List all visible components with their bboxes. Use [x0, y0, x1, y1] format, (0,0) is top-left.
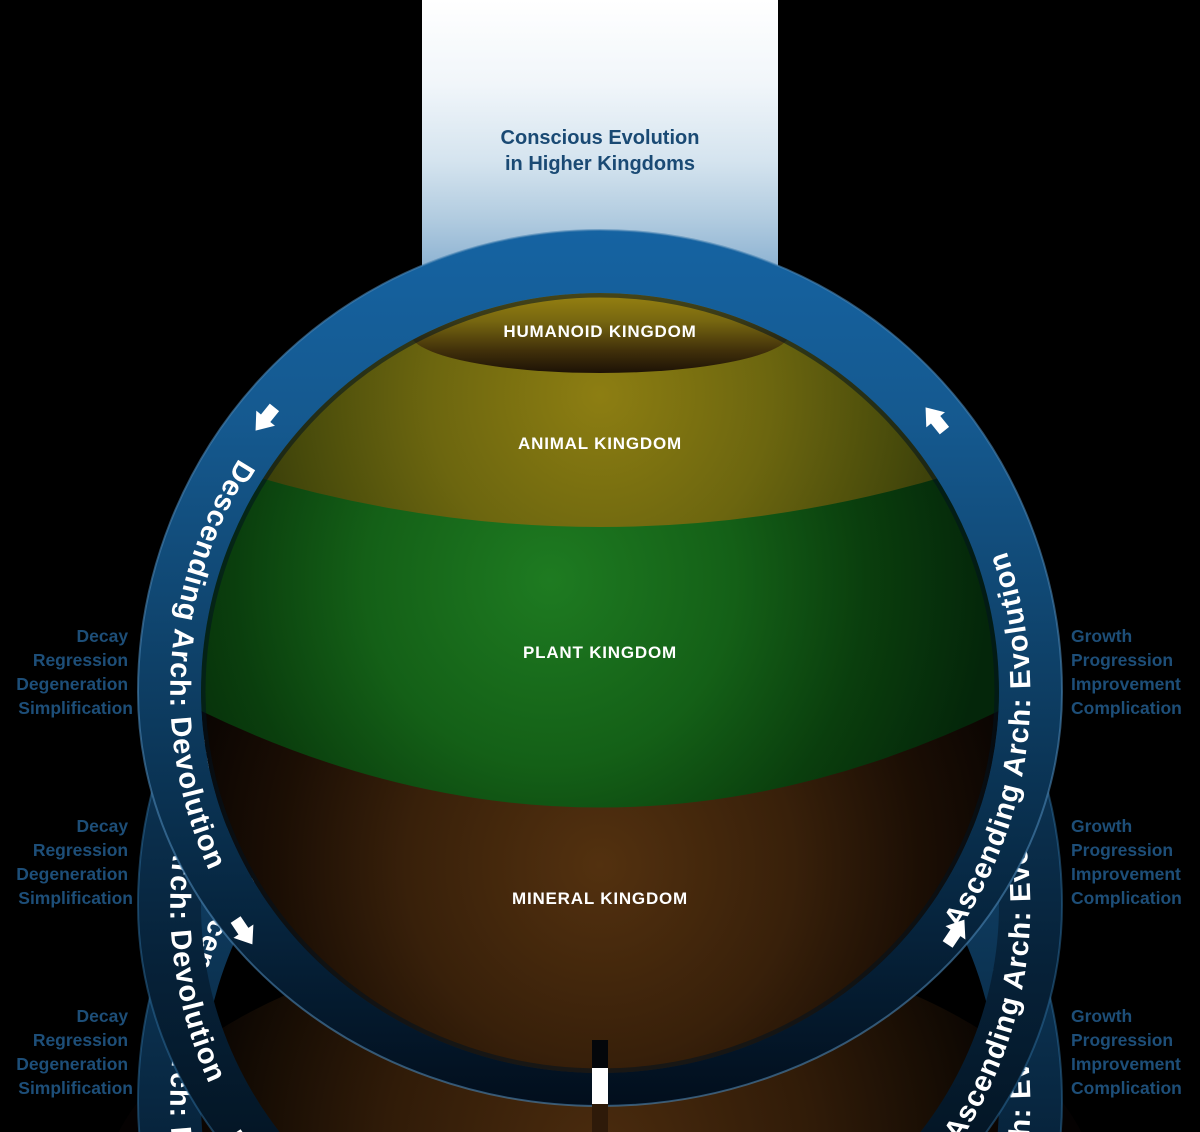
plant-kingdom-label: PLANT KINGDOM [523, 643, 677, 662]
diagram-title-line1: Conscious Evolution [501, 127, 700, 149]
connector-shadow [592, 1040, 608, 1068]
humanoid-kingdom-band [410, 293, 790, 373]
animal-kingdom-label: ANIMAL KINGDOM [518, 434, 682, 453]
evolution-qualities-1: Growth Progression Improvement Complicat… [1071, 626, 1186, 718]
evolution-qualities-2: Growth Progression Improvement Complicat… [1071, 816, 1186, 908]
connector-bar [592, 1068, 608, 1104]
humanoid-kingdom-label: HUMANOID KINGDOM [503, 322, 696, 341]
mineral-kingdom-label: MINERAL KINGDOM [512, 889, 688, 908]
connector-lower [592, 1104, 608, 1132]
diagram-title-line2: in Higher Kingdoms [505, 153, 695, 175]
devolution-qualities-3: Decay Regression Degeneration Simplifica… [16, 1006, 133, 1098]
evolution-qualities-3: Growth Progression Improvement Complicat… [1071, 1006, 1186, 1098]
devolution-qualities-1: Decay Regression Degeneration Simplifica… [16, 626, 133, 718]
devolution-qualities-2: Decay Regression Degeneration Simplifica… [16, 816, 133, 908]
